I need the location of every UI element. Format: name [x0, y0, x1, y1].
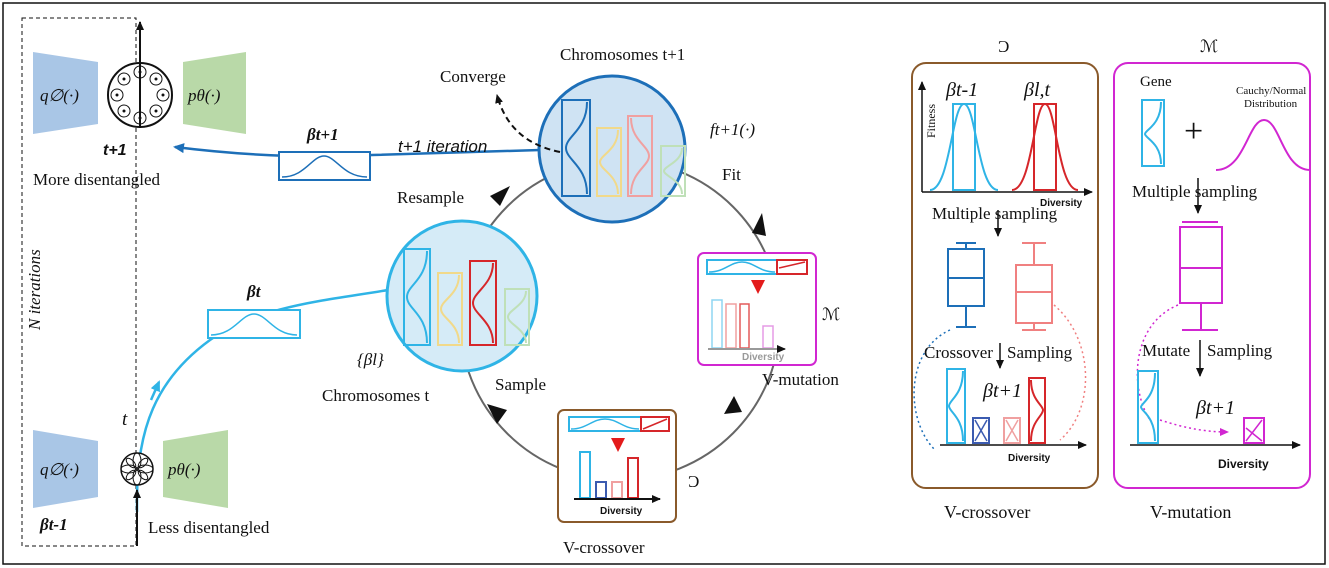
encoder-top-label: q∅(·) — [40, 86, 79, 105]
chromosomes-top-label: Chromosomes t+1 — [560, 45, 685, 64]
more-disentangled-caption: More disentangled — [33, 170, 160, 189]
mutation-gene-box — [1141, 99, 1165, 167]
fit-label: Fit — [722, 165, 741, 184]
m-symbol-mini: ℳ — [822, 305, 840, 324]
mutation-multiple-sampling: Multiple sampling — [1132, 182, 1258, 201]
crossover-beta-next: βt+1 — [982, 380, 1022, 402]
iteration-label: t+1 iteration — [398, 137, 487, 156]
cycle-arrow-crossover — [724, 396, 742, 414]
mini-crossover-content — [568, 416, 670, 503]
crossover-boxplot-pink — [1015, 242, 1053, 331]
t-label: t — [122, 409, 128, 430]
chromosomes-top-bars — [561, 99, 686, 197]
crossover-boxplot-blue — [947, 242, 985, 328]
mutation-dotted-left — [1136, 304, 1179, 421]
beta-top-label: βt+1 — [306, 125, 339, 144]
crossover-panel-caption: V-crossover — [944, 502, 1030, 522]
mutation-panel-symbol: ℳ — [1200, 37, 1218, 56]
beta-mid-label: βt — [246, 282, 262, 301]
fitness-fn-label: ft+1(·) — [710, 120, 755, 139]
cycle-arrow-sample — [487, 404, 507, 424]
mutation-panel-caption: V-mutation — [1150, 502, 1231, 522]
mutation-gene-label: Gene — [1140, 74, 1172, 90]
chromosomes-bottom-bars — [403, 248, 530, 346]
beta-mid-curve — [210, 313, 298, 336]
n-iterations-label: N iterations — [25, 249, 44, 331]
mini-crossover-diversity: Diversity — [600, 506, 643, 517]
encoder-bottom — [33, 430, 98, 508]
crossover-beta-b: βl,t — [1023, 79, 1051, 101]
mutation-dotted-arrow — [1159, 419, 1229, 436]
cycle-arrow-fit — [752, 213, 766, 236]
beta-bottom-label: βt-1 — [39, 515, 68, 534]
crossover-curve-b — [1011, 102, 1079, 191]
crossover-result-genes — [946, 368, 1046, 444]
mutation-gene-curve — [1143, 101, 1162, 165]
mutation-result-small-curve — [1245, 419, 1263, 442]
crossover-sampling-label: Sampling — [1007, 343, 1073, 362]
sample-label: Sample — [495, 375, 546, 394]
fitness-axis-label: Fitness — [924, 104, 938, 138]
crossover-curve-a — [929, 102, 999, 191]
crossover-dotted-blue — [913, 329, 951, 451]
mutation-beta-next: βt+1 — [1195, 397, 1235, 419]
mini-crossover-panel — [557, 409, 677, 523]
less-disentangled-caption: Less disentangled — [148, 518, 270, 537]
mini-mutation-panel — [697, 252, 817, 366]
encoder-bottom-label: q∅(·) — [40, 460, 79, 479]
crossover-diversity-2: Diversity — [1008, 453, 1051, 464]
mutation-mutate-label: Mutate — [1142, 341, 1190, 360]
decoder-bottom — [163, 430, 228, 508]
n-iterations-box — [21, 17, 137, 547]
mutation-result-small-gene — [1243, 417, 1265, 444]
c-symbol-mini: Ɔ — [688, 472, 699, 491]
resample-label: Resample — [397, 188, 464, 207]
mini-mutation-diversity: Diversity — [742, 352, 785, 363]
plus-icon: + — [1184, 113, 1203, 150]
distribution-label: Distribution — [1244, 98, 1298, 110]
beta-curve-path — [135, 288, 389, 512]
crossover-diversity: Diversity — [1040, 198, 1083, 209]
crossover-crossover-label: Crossover — [924, 343, 993, 362]
converge-arrow — [495, 94, 561, 153]
decoder-bottom-label: pθ(·) — [167, 460, 201, 479]
mutation-sampling-label: Sampling — [1207, 341, 1273, 360]
beta-mid-arrow — [149, 380, 161, 401]
mutation-boxplot — [1179, 221, 1223, 331]
mutation-result-gene — [1137, 370, 1159, 444]
converge-label: Converge — [440, 67, 506, 86]
v-crossover-label: V-crossover — [563, 538, 645, 557]
decoder-top-label: pθ(·) — [187, 86, 221, 105]
mini-mutation-content — [706, 259, 808, 353]
crossover-panel-symbol: Ɔ — [998, 37, 1009, 56]
mutation-distribution-curve — [1215, 118, 1311, 171]
mutation-panel — [1113, 62, 1311, 489]
beta-top-curve — [281, 155, 368, 178]
cycle-arrow-resample — [490, 186, 510, 206]
chromosomes-bottom-label: Chromosomes t — [322, 386, 429, 405]
latent-circle-bottom — [120, 452, 154, 486]
mutation-diversity: Diversity — [1218, 457, 1269, 471]
crossover-multiple-sampling: Multiple sampling — [932, 204, 1058, 223]
encoder-top — [33, 52, 98, 134]
t-plus-1-label: t+1 — [103, 142, 127, 159]
crossover-panel — [911, 62, 1099, 489]
crossover-beta-a: βt-1 — [945, 79, 978, 101]
chromosomes-top-circle — [537, 74, 687, 224]
decoder-top — [183, 52, 246, 134]
beta-set-label: {βl} — [357, 350, 384, 369]
mutation-result-curve — [1139, 372, 1156, 442]
v-mutation-label: V-mutation — [762, 370, 839, 389]
cauchy-label: Cauchy/Normal — [1236, 85, 1306, 97]
